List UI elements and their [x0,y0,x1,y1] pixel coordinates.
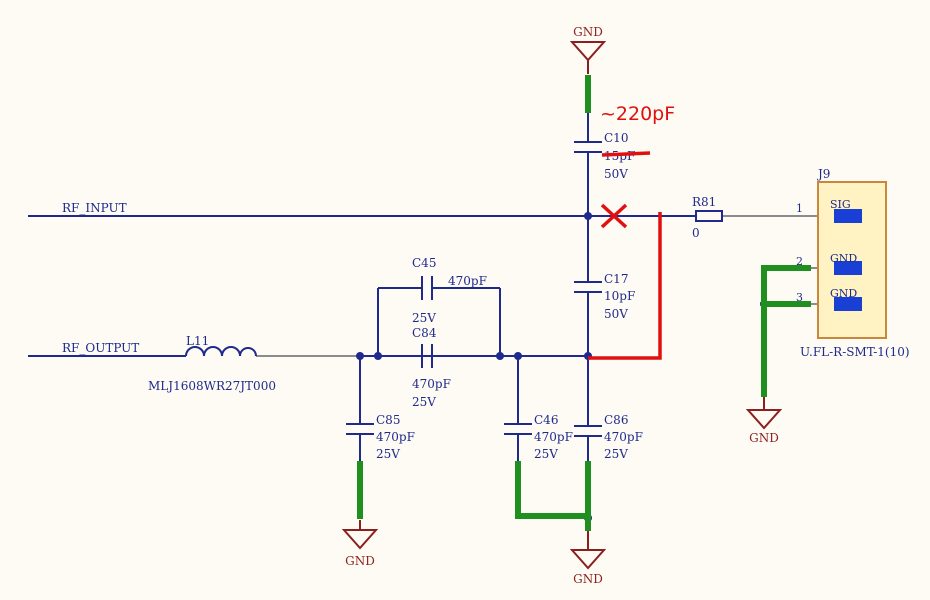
c17-ref: C17 [604,272,628,286]
junction-dot [514,352,522,360]
r81-ref: R81 [692,195,716,209]
c85-ref: C85 [376,413,400,427]
gnd-j9: GND [745,396,783,445]
c45-ref: C45 [412,256,436,270]
capacitor-c46[interactable]: C46 470pF 25V [504,413,573,461]
c10-annotation: ~220pF [600,103,675,125]
gnd-j9-label: GND [749,431,779,445]
c46-voltage: 25V [534,447,558,461]
inductor-l11[interactable]: L11 MLJ1608WR27JT000 [148,334,276,393]
c45-value: 470pF [448,274,487,288]
gnd-top: GND [569,25,607,74]
c84-voltage: 25V [412,395,436,409]
c10-voltage: 50V [604,167,628,181]
j9-pin-1-num: 1 [796,202,803,215]
r81-value: 0 [692,226,700,240]
gnd-top-label: GND [573,25,603,39]
c86-voltage: 25V [604,447,628,461]
c10-strikethrough [601,151,651,157]
j9-pin-2-name: GND [830,252,857,265]
capacitor-c85[interactable]: C85 470pF 25V [346,413,415,461]
capacitor-c17[interactable]: C17 10pF 50V [574,272,635,321]
connector-j9[interactable]: J9 U.FL-R-SMT-1(10) SIG 1 GND 2 GND 3 [796,167,910,359]
net-label-rf-input: RF_INPUT [62,201,127,215]
red-markup: ~220pF [588,103,675,360]
junction-dot [584,212,592,220]
c86-value: 470pF [604,430,643,444]
c17-voltage: 50V [604,307,628,321]
rework-wire [588,212,662,360]
l11-part: MLJ1608WR27JT000 [148,379,276,393]
capacitor-c84[interactable]: C84 470pF 25V [378,326,451,409]
gnd-c85: GND [341,520,379,568]
junction-dot [496,352,504,360]
j9-pin-2 [834,261,862,275]
net-label-rf-output: RF_OUTPUT [62,341,139,355]
j9-pin-2-num: 2 [796,255,803,268]
gnd-bottom-label: GND [573,572,603,586]
cut-mark [600,203,628,229]
j9-ref: J9 [816,167,830,181]
c84-value: 470pF [412,377,451,391]
capacitor-c45[interactable]: C45 470pF 25V [412,256,487,325]
j9-pin-3-name: GND [830,287,857,300]
junction-dot [356,352,364,360]
j9-pin-1 [834,209,862,223]
j9-pin-3-num: 3 [796,291,803,304]
c46-value: 470pF [534,430,573,444]
gnd-c85-label: GND [345,554,375,568]
c85-voltage: 25V [376,447,400,461]
j9-pin-1-name: SIG [830,198,851,211]
c10-ref: C10 [604,131,628,145]
j9-pin-3 [834,297,862,311]
c17-value: 10pF [604,289,635,303]
c45-voltage: 25V [412,311,436,325]
gnd-bottom: GND [569,530,607,586]
l11-ref: L11 [186,334,209,348]
c46-ref: C46 [534,413,558,427]
resistor-r81[interactable]: R81 0 [692,195,723,240]
j9-part: U.FL-R-SMT-1(10) [800,345,910,359]
capacitor-c86[interactable]: C86 470pF 25V [574,413,643,461]
green-markup [357,75,811,531]
c86-ref: C86 [604,413,628,427]
c84-ref: C84 [412,326,437,340]
c85-value: 470pF [376,430,415,444]
